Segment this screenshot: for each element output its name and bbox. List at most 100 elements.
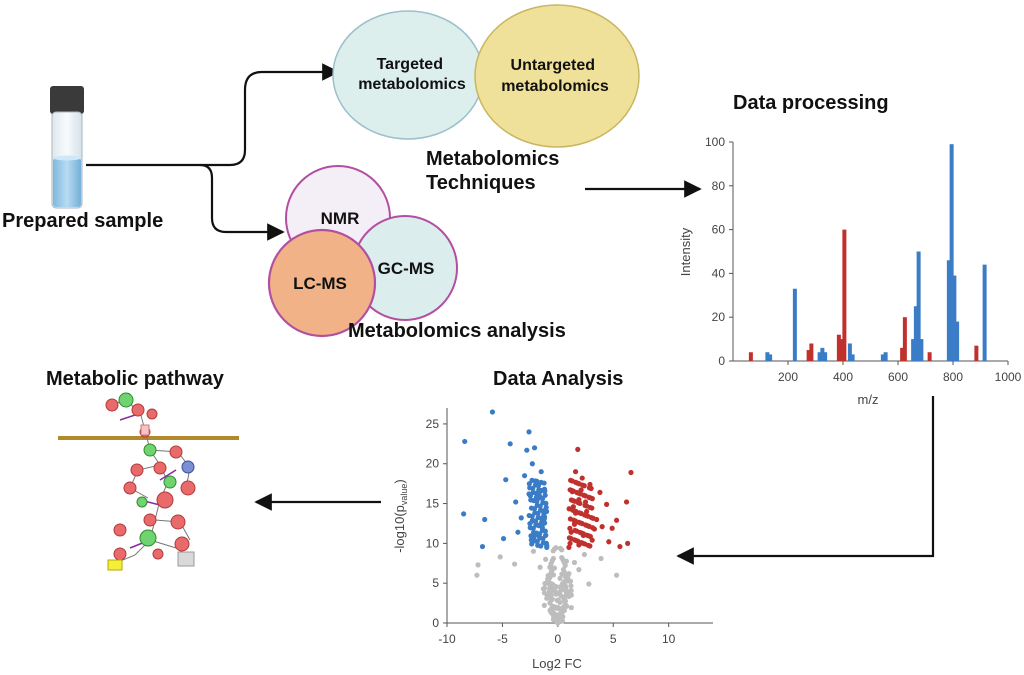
volcano-point-grey bbox=[541, 602, 547, 608]
ms-peak-bar bbox=[850, 354, 855, 361]
volcano-point-red bbox=[578, 510, 584, 517]
ms-peak-bar bbox=[836, 334, 841, 361]
ms-peak-bar bbox=[949, 144, 954, 361]
ms-peak-bar bbox=[880, 354, 885, 361]
volcano-x-tick-label: -10 bbox=[438, 632, 456, 646]
volcano-y-tick-label: 0 bbox=[432, 616, 439, 630]
volcano-point-red bbox=[625, 540, 631, 546]
volcano-point-grey bbox=[581, 551, 588, 558]
volcano-point-blue bbox=[544, 544, 550, 550]
data-analysis-title: Data Analysis bbox=[493, 368, 624, 390]
volcano-point-blue bbox=[507, 441, 513, 447]
volcano-point-grey bbox=[537, 564, 543, 570]
volcano-point-red bbox=[567, 540, 573, 546]
volcano-point-blue bbox=[542, 528, 548, 534]
volcano-point-blue bbox=[537, 503, 543, 509]
volcano-point-red bbox=[579, 521, 585, 527]
volcano-point-red bbox=[599, 524, 605, 530]
volcano-point-red bbox=[606, 539, 612, 545]
ms-peak-bar bbox=[982, 264, 987, 361]
volcano-point-red bbox=[574, 528, 580, 534]
ms-x-tick-label: 1000 bbox=[995, 370, 1022, 384]
volcano-y-tick-label: 15 bbox=[426, 497, 440, 511]
techniques-line2: Techniques bbox=[426, 172, 536, 194]
volcano-point-red bbox=[613, 517, 620, 523]
metabolic-pathway-map bbox=[58, 392, 239, 571]
metabolomics-techniques-label: Metabolomics Techniques bbox=[426, 147, 559, 195]
volcano-point-blue bbox=[535, 510, 541, 517]
data-processing-title: Data processing bbox=[733, 92, 889, 114]
volcano-point-red bbox=[567, 525, 573, 532]
volcano-point-grey bbox=[558, 593, 564, 599]
volcano-point-grey bbox=[512, 561, 518, 567]
volcano-point-red bbox=[604, 501, 610, 507]
ms-peak-bar bbox=[916, 251, 921, 361]
volcano-point-blue bbox=[537, 531, 543, 537]
volcano-point-grey bbox=[576, 567, 582, 573]
volcano-point-blue bbox=[531, 445, 538, 451]
volcano-point-grey bbox=[561, 585, 568, 591]
volcano-point-grey bbox=[540, 586, 547, 592]
ms-x-tick-label: 800 bbox=[943, 370, 963, 384]
volcano-point-blue bbox=[529, 513, 535, 519]
ms-peak-bar bbox=[847, 343, 852, 361]
volcano-point-red bbox=[585, 513, 591, 519]
volcano-point-grey bbox=[543, 556, 549, 562]
volcano-point-red bbox=[572, 498, 578, 504]
volcano-point-blue bbox=[518, 515, 524, 521]
ms-peak-bar bbox=[765, 352, 770, 361]
volcano-point-grey bbox=[613, 572, 620, 578]
volcano-point-red bbox=[569, 478, 575, 484]
volcano-point-red bbox=[575, 538, 581, 544]
prepared-sample-label: Prepared sample bbox=[2, 210, 164, 232]
volcano-point-grey bbox=[474, 572, 480, 578]
volcano-point-blue bbox=[543, 540, 549, 546]
volcano-point-grey bbox=[553, 616, 560, 623]
volcano-point-grey bbox=[568, 587, 574, 594]
volcano-point-blue bbox=[538, 469, 544, 475]
volcano-point-blue bbox=[527, 493, 534, 499]
targeted-label-line1: Targeted bbox=[377, 56, 443, 73]
volcano-point-red bbox=[577, 500, 583, 506]
volcano-point-red bbox=[572, 469, 579, 475]
sample-to-analysis-arrow bbox=[199, 163, 285, 241]
volcano-point-red bbox=[588, 485, 594, 492]
volcano-point-grey bbox=[568, 583, 574, 589]
ms-peak-bar bbox=[792, 288, 797, 361]
volcano-x-tick-label: 0 bbox=[554, 632, 561, 646]
metabolomics-analysis-label: Metabolomics analysis bbox=[348, 320, 566, 342]
volcano-point-grey bbox=[545, 572, 551, 579]
volcano-point-grey bbox=[545, 580, 551, 586]
ms-peak-bar bbox=[748, 352, 753, 361]
volcano-x-tick-label: 10 bbox=[662, 632, 676, 646]
volcano-point-grey bbox=[560, 614, 566, 620]
volcano-point-blue bbox=[543, 500, 549, 506]
ms-peak-bar bbox=[768, 354, 773, 361]
volcano-point-red bbox=[609, 525, 615, 531]
svg-text:Targeted metabolomics: Targeted metabolomics bbox=[358, 56, 466, 93]
volcano-point-blue bbox=[539, 523, 545, 529]
volcano-point-grey bbox=[547, 564, 553, 570]
volcano-x-tick-label: -5 bbox=[497, 632, 508, 646]
volcano-point-blue bbox=[530, 525, 536, 532]
targeted-label-line2: metabolomics bbox=[358, 76, 466, 93]
volcano-point-grey bbox=[541, 590, 548, 596]
volcano-point-red bbox=[566, 544, 572, 550]
volcano-point-grey bbox=[549, 596, 555, 602]
volcano-point-grey bbox=[571, 559, 578, 566]
volcano-point-red bbox=[586, 523, 592, 529]
volcano-point-blue bbox=[534, 498, 540, 504]
volcano-point-blue bbox=[539, 496, 546, 502]
ms-peak-bar bbox=[900, 347, 905, 361]
volcano-point-blue bbox=[531, 506, 538, 512]
untargeted-label-line1: Untargeted bbox=[511, 57, 595, 74]
volcano-point-blue bbox=[515, 529, 521, 535]
volcano-point-red bbox=[573, 508, 579, 515]
volcano-point-blue bbox=[521, 473, 528, 479]
volcano-point-blue bbox=[526, 481, 532, 487]
volcano-point-grey bbox=[547, 607, 553, 613]
ms-peak-bar bbox=[955, 321, 960, 361]
volcano-point-blue bbox=[482, 516, 488, 523]
